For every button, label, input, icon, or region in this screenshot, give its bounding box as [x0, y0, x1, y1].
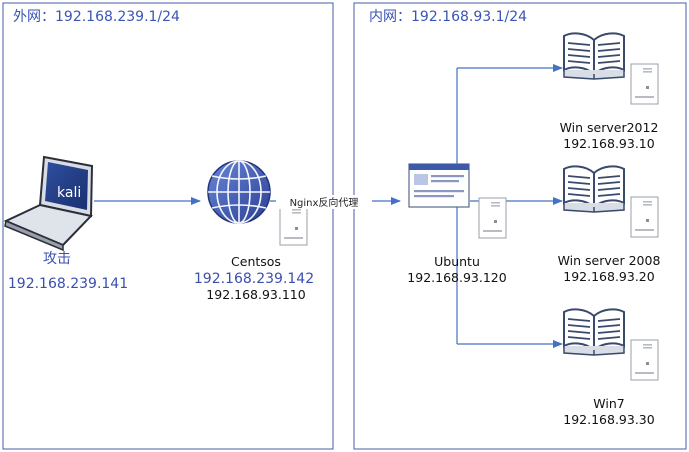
outer-zone-title: 外网：192.168.239.1/24 — [13, 9, 180, 25]
ubuntu-window-icon — [408, 163, 470, 208]
win2012-name-label: Win server2012 — [560, 120, 659, 135]
kali-role-label: 攻击 — [43, 251, 71, 267]
centos-inner-ip-label: 192.168.93.110 — [206, 287, 305, 302]
win2008-book-icon — [563, 165, 625, 213]
inner-zone-title: 内网：192.168.93.1/24 — [369, 9, 527, 25]
ubuntu-server-icon — [478, 197, 507, 239]
kali-screen-label: kali — [57, 185, 81, 201]
ubuntu-name-label: Ubuntu — [434, 254, 480, 269]
centos-server-icon — [279, 204, 308, 246]
win7-server-icon — [630, 339, 659, 381]
win2008-ip-label: 192.168.93.20 — [563, 269, 654, 284]
kali-laptop-icon — [3, 155, 94, 252]
centos-outer-ip-label: 192.168.239.142 — [194, 271, 314, 287]
win7-name-label: Win7 — [593, 396, 624, 411]
win2008-name-label: Win server 2008 — [558, 253, 661, 268]
win7-ip-label: 192.168.93.30 — [563, 412, 654, 427]
proxy-label: Nginx反向代理 — [290, 196, 359, 209]
centos-name-label: Centsos — [231, 254, 281, 269]
win2012-book-icon — [563, 32, 625, 80]
kali-ip-label: 192.168.239.141 — [8, 276, 128, 292]
ubuntu-ip-label: 192.168.93.120 — [407, 270, 506, 285]
win2012-ip-label: 192.168.93.10 — [563, 136, 654, 151]
proxy-label-bg — [276, 195, 372, 209]
win2012-server-icon — [630, 63, 659, 105]
win2008-server-icon — [630, 196, 659, 238]
centos-globe-icon — [207, 160, 271, 224]
win7-book-icon — [563, 308, 625, 356]
